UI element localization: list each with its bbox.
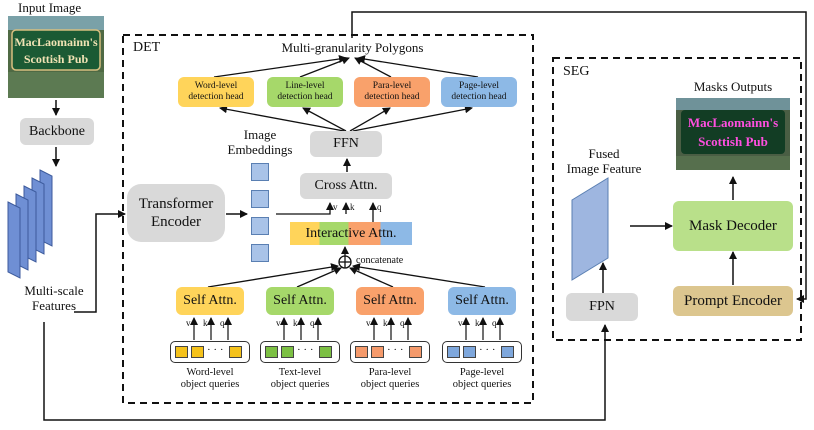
input-image-sign-line1: MacLaomainn's [14,35,98,49]
query-token-3-2 [371,346,384,358]
query-token-4-1 [447,346,460,358]
query-caption-4: Page-level object queries [452,367,512,390]
arrow-ffn-to-para-head [349,107,391,132]
arrow-ffn-to-line-head [302,107,347,132]
image-embeddings-label: Image Embeddings [227,127,293,157]
query-token-1-2 [191,346,204,358]
self-attn-3-q-label: q [400,318,405,328]
cross-k-label: k [350,202,355,212]
vkq-arrow-group [190,317,504,340]
query-caption-3: Para-level object queries [360,367,420,390]
query-token-4-2 [463,346,476,358]
multiscale-features-label: Multi-scale Features [24,283,84,313]
query-token-3-3 [409,346,422,358]
self-attn-2-q-label: q [310,318,315,328]
polygons-title: Multi-granularity Polygons [281,40,424,55]
arrow-page-head-up [357,55,479,78]
query-token-4-3 [501,346,514,358]
cross-v-label: v [333,202,338,212]
query-token-1-3 [229,346,242,358]
arrow-para-self-to-concat [349,267,394,288]
self-attn-4-k-label: k [475,318,480,328]
arrow-page-self-to-concat [352,263,486,288]
masks-output-image [676,98,790,170]
self-attn-2-k-label: k [293,318,298,328]
detection-head-1: Word-level detection head [178,77,254,107]
cross-q-label: q [377,202,382,212]
arrow-features-to-transformer [74,210,126,313]
masks-outputs-label: Masks Outputs [693,79,773,94]
self-attn-4-q-label: q [492,318,497,328]
input-image-label: Input Image [18,0,82,15]
query-token-2-2 [281,346,294,358]
arrow-text-self-to-concat [296,267,342,288]
arrow-ffn-to-word-head [219,105,345,132]
input-image [8,16,104,98]
fpn-box: FPN [566,293,638,321]
detection-head-4: Page-level detection head [441,77,517,107]
arrow-polygons-to-prompt-encoder [351,11,807,303]
query-caption-2: Text-level object queries [270,367,330,390]
query-box-2: · · · [260,341,340,363]
seg-region [552,57,802,341]
input-image-sign-line2: Scottish Pub [24,52,89,66]
concatenate-label: concatenate [356,255,404,266]
embedding-token-1 [251,163,269,181]
self-attn-box-1: Self Attn. [176,287,244,315]
query-dots-3: · · · [387,344,404,356]
query-box-3: · · · [350,341,430,363]
det-region [122,34,534,404]
detection-head-2: Line-level detection head [267,77,343,107]
embedding-token-3 [251,217,269,235]
query-dots-4: · · · [479,344,496,356]
prompt-encoder-box: Prompt Encoder [673,286,793,316]
query-box-1: · · · [170,341,250,363]
self-attn-1-q-label: q [220,318,225,328]
interactive-attn-label: Interactive Attn. [305,225,397,241]
fused-feature-label: Fused Image Feature [566,146,642,176]
backbone-box: Backbone [20,118,94,145]
embedding-token-4 [251,244,269,262]
query-dots-2: · · · [297,344,314,356]
arrow-word-self-to-concat [207,263,339,288]
multiscale-feature-stack [7,169,53,279]
mask-decoder-box: Mask Decoder [673,201,793,251]
arrow-ffn-to-page-head [352,105,473,132]
self-attn-3-k-label: k [383,318,388,328]
interactive-attn-box: Interactive Attn. [290,222,412,245]
query-token-2-3 [319,346,332,358]
detection-head-3: Para-level detection head [354,77,430,107]
query-dots-1: · · · [207,344,224,356]
query-box-4: · · · [442,341,522,363]
seg-title: SEG [563,64,590,79]
embedding-token-2 [251,190,269,208]
query-token-1-1 [175,346,188,358]
self-attn-1-v-label: v [186,318,191,328]
arrow-features-to-fpn [43,322,609,421]
query-token-2-1 [265,346,278,358]
self-attn-2-v-label: v [276,318,281,328]
self-attn-box-2: Self Attn. [266,287,334,315]
cross-attn-box: Cross Attn. [300,173,392,199]
mask-output-line2: Scottish Pub [698,134,768,149]
self-attn-box-3: Self Attn. [356,287,424,315]
fused-feature-plane [571,177,609,281]
arrow-word-head-up [213,55,347,78]
query-caption-1: Word-level object queries [180,367,240,390]
transformer-encoder-box: Transformer Encoder [127,184,225,242]
mask-output-line1: MacLaomainn's [688,115,778,130]
query-token-3-1 [355,346,368,358]
self-attn-4-v-label: v [458,318,463,328]
self-attn-box-4: Self Attn. [448,287,516,315]
arrow-embeddings-to-v [276,202,334,215]
arrow-line-head-up [299,56,350,78]
self-attn-3-v-label: v [366,318,371,328]
ffn-box: FFN [310,131,382,157]
det-title: DET [133,40,161,55]
self-attn-1-k-label: k [203,318,208,328]
